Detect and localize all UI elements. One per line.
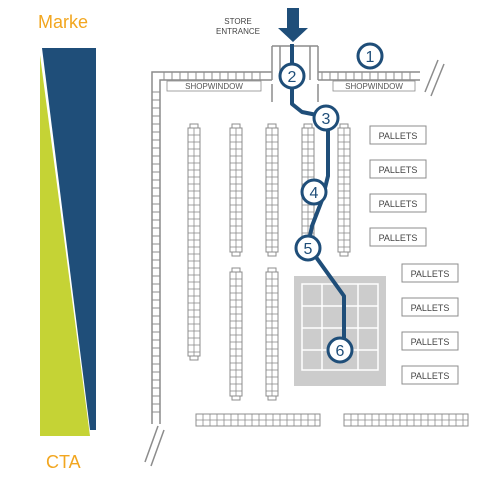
step-marker-4: 4 [300,178,328,206]
brand-bar [42,48,96,430]
shelf-rack [337,123,351,257]
step-number: 1 [366,49,375,66]
pallets-group: PALLETS PALLETS PALLETS PALLETS PALLETS PALLE… [369,125,459,385]
pallet-box: PALLETS [369,227,427,247]
pallet-box: PALLETS [401,297,459,317]
step-marker-6: 6 [326,336,354,364]
step-marker-5: 5 [294,234,322,262]
shopwindow-right-label: SHOPWINDOW [345,82,403,91]
pallet-box: PALLETS [401,331,459,351]
shelf-rack [265,267,279,401]
shelf-rack [229,123,243,257]
pallet-box: PALLETS [369,159,427,179]
pallet-label: PALLETS [379,131,418,141]
step-marker-1: 1 [356,42,384,70]
shopwindow-left [166,80,262,92]
step-number: 6 [336,343,345,360]
step-number: 4 [310,185,319,202]
shelf-rack [265,123,279,257]
wall-ticks [152,72,411,413]
pallet-label: PALLETS [379,199,418,209]
pallet-label: PALLETS [411,269,450,279]
step-marker-2: 2 [278,62,306,90]
store-walls [144,45,445,467]
brand-label: Marke [38,12,89,32]
shelving-racks [187,123,469,427]
shopwindow-right [332,80,416,92]
step-markers: 1 2 3 4 5 6 [278,42,384,364]
pallet-label: PALLETS [411,371,450,381]
checkout-area [294,276,386,386]
pallet-box: PALLETS [369,125,427,145]
step-number: 2 [288,69,297,86]
step-number: 3 [322,111,331,128]
step-number: 5 [304,241,313,258]
pallet-label: PALLETS [379,233,418,243]
checkout-grid [301,283,379,371]
shelf-rack [187,123,201,361]
entrance-arrow-icon [278,8,308,42]
cta-bar [40,55,90,436]
step-marker-3: 3 [312,104,340,132]
pallet-box: PALLETS [401,365,459,385]
shopwindow-left-label: SHOPWINDOW [185,82,243,91]
pallet-label: PALLETS [411,303,450,313]
store-entrance-label-line1: STORE [224,17,251,26]
pallet-box: PALLETS [369,193,427,213]
pallet-box: PALLETS [401,263,459,283]
pallet-label: PALLETS [411,337,450,347]
shelf-rack [229,267,243,401]
cta-label: CTA [46,452,81,472]
pallet-label: PALLETS [379,165,418,175]
shelf-rack [195,413,321,427]
shelf-rack [343,413,469,427]
store-entrance-label-line2: ENTRANCE [216,27,260,36]
